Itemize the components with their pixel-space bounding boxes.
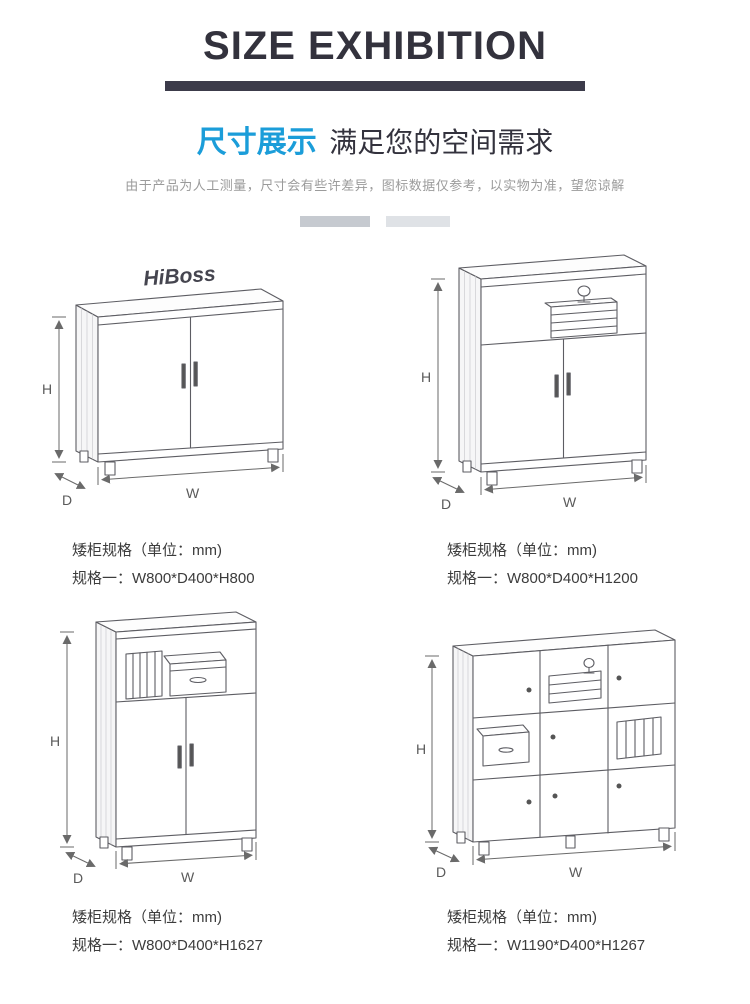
d-dimension-label: D (441, 496, 451, 512)
measurement-note: 由于产品为人工测量，尺寸会有些许差异，图标数据仅参考，以实物为准，望您谅解 (125, 178, 625, 193)
caption-block: 矮柜规格（单位：mm) 规格一：W800*D400*H1627 (72, 906, 375, 955)
size-card-4: H W D 矮柜规格（单位：mm) 规格一：W1190*D400*H1267 (375, 604, 750, 955)
spec-value: 规格一：W1190*D400*H1267 (447, 937, 646, 954)
spec-caption: 矮柜规格（单位：mm) (72, 909, 222, 926)
decor-bar-left (300, 216, 370, 227)
caption-block: 矮柜规格（单位：mm) 规格一：W800*D400*H800 (72, 539, 375, 588)
spec-caption: 矮柜规格（单位：mm) (72, 542, 222, 559)
d-dimension-label: D (73, 870, 83, 886)
cabinet-body (74, 288, 284, 476)
subtitle: 尺寸展示 满足您的空间需求 (0, 117, 750, 161)
dimension-arrows (424, 655, 675, 865)
cabinet-diagram-3: H W D (50, 611, 257, 886)
spec-value: 规格一：W800*D400*H1627 (72, 937, 263, 954)
w-dimension-label: W (563, 494, 577, 510)
cabinet-diagram-2: H W D (421, 254, 647, 512)
decor-bar-right (386, 216, 450, 227)
size-card-1: HiBoss H W D 矮柜规格（单位：mm) 规格一：W800*D400*H… (0, 237, 375, 588)
d-dimension-label: D (62, 492, 72, 508)
books-stack (543, 297, 618, 339)
caption-block: 矮柜规格（单位：mm) 规格一：W1190*D400*H1267 (447, 906, 750, 955)
spec-value: 规格一：W800*D400*H800 (72, 570, 255, 587)
caption-block: 矮柜规格（单位：mm) 规格一：W800*D400*H1200 (447, 539, 750, 588)
size-card-3: H W D 矮柜规格（单位：mm) 规格一：W800*D400*H1627 (0, 604, 375, 955)
storage-box (162, 651, 227, 697)
w-dimension-label: W (186, 485, 200, 501)
w-dimension-label: W (569, 864, 583, 880)
spec-caption: 矮柜规格（单位：mm) (447, 909, 597, 926)
trophy-icon (576, 285, 591, 303)
subtitle-rest: 满足您的空间需求 (329, 127, 554, 158)
dimension-arrows (59, 631, 256, 869)
title-underline-bar (165, 81, 585, 91)
spec-value: 规格一：W800*D400*H1200 (447, 570, 638, 587)
books-upright (615, 716, 662, 760)
d-dimension-label: D (436, 864, 446, 880)
subtitle-highlight: 尺寸展示 (196, 126, 317, 159)
cabinet-body (457, 254, 647, 486)
cabinet-body (94, 611, 257, 861)
books-stack (547, 657, 602, 704)
dimension-arrows (430, 278, 646, 495)
h-dimension-label: H (50, 733, 60, 749)
decor-bars (0, 216, 750, 227)
storage-box (475, 724, 530, 767)
w-dimension-label: W (181, 869, 195, 885)
books-upright (124, 650, 163, 700)
h-dimension-label: H (421, 369, 431, 385)
h-dimension-label: H (42, 381, 52, 397)
size-card-2: H W D 矮柜规格（单位：mm) 规格一：W800*D400*H1200 (375, 237, 750, 588)
dimension-arrows (51, 316, 283, 489)
brand-logo-text: HiBoss (142, 263, 216, 291)
spec-caption: 矮柜规格（单位：mm) (447, 542, 597, 559)
cabinet-diagram-1: HiBoss H W D (42, 263, 284, 508)
cabinet-body (451, 629, 676, 856)
h-dimension-label: H (416, 741, 426, 757)
door-knobs (526, 675, 621, 805)
page-title: SIZE EXHIBITION (203, 24, 547, 68)
size-grid: HiBoss H W D 矮柜规格（单位：mm) 规格一：W800*D400*H… (0, 237, 750, 955)
cabinet-diagram-4: H W D (416, 629, 676, 880)
